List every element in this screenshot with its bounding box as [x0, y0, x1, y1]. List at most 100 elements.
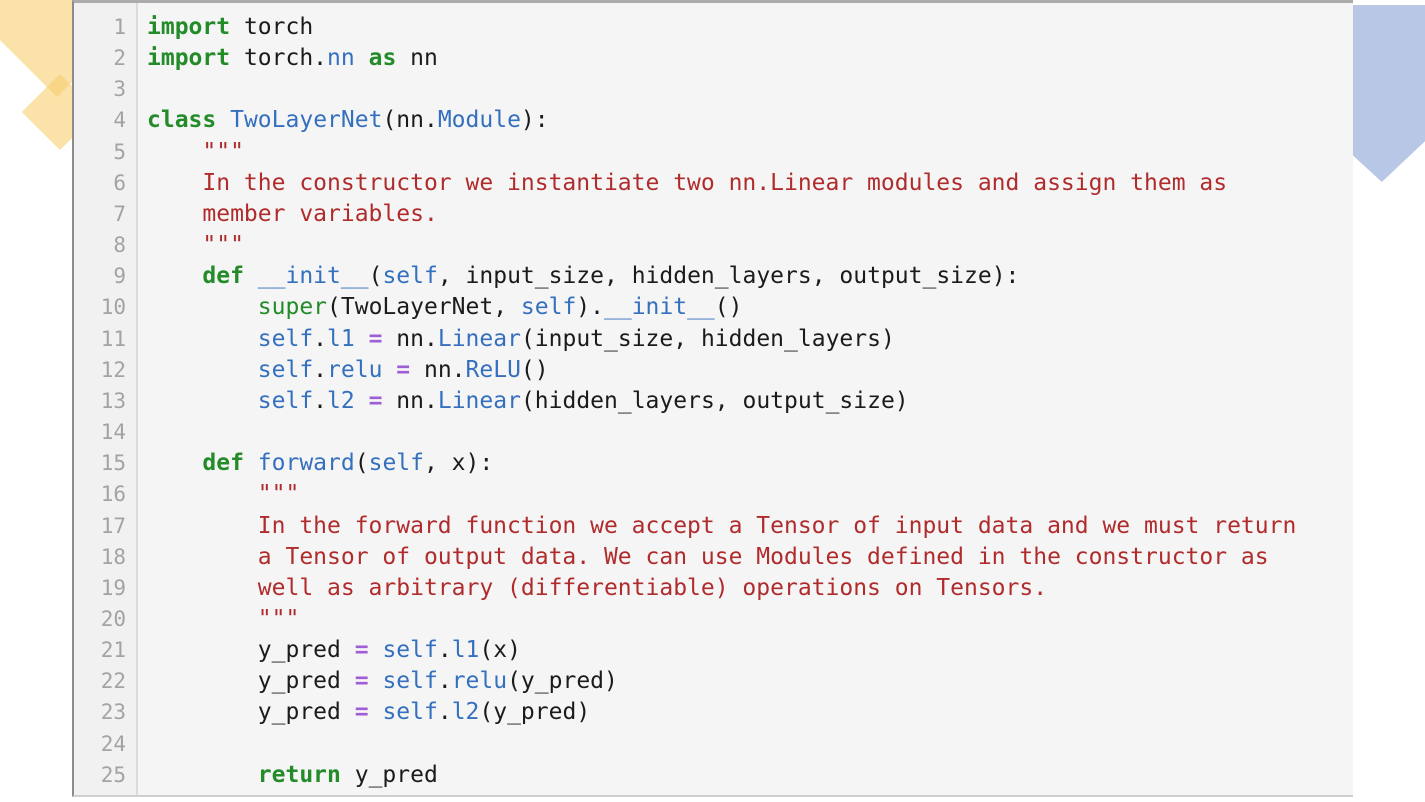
- code-token: relu: [327, 356, 383, 383]
- line-number: 1: [113, 15, 126, 39]
- line-number: 19: [100, 575, 126, 600]
- code-token: nn.: [382, 325, 438, 352]
- code-token: super: [257, 294, 328, 321]
- code-line: member variables.: [147, 199, 1353, 230]
- code-line: import torch.nn as nn: [147, 43, 1353, 74]
- code-token: (x): [479, 637, 521, 664]
- line-number: 4: [113, 108, 126, 133]
- line-number: 8: [113, 233, 126, 258]
- code-token: (TwoLayerNet,: [327, 294, 521, 321]
- line-number: 23: [100, 700, 126, 725]
- line-number: 25: [100, 762, 126, 787]
- code-token: """: [147, 605, 300, 632]
- code-token: (): [714, 294, 743, 321]
- code-token: a Tensor of output data. We can use Modu…: [147, 543, 1269, 570]
- code-token: [147, 450, 202, 476]
- code-line: def forward(self, x):: [147, 448, 1353, 479]
- code-token: self: [257, 325, 314, 352]
- code-token: l2: [327, 387, 355, 414]
- code-token: [355, 45, 369, 71]
- code-token: [355, 388, 369, 414]
- code-token: [369, 668, 383, 694]
- code-line: """: [147, 479, 1353, 510]
- code-token: [369, 637, 383, 663]
- code-line: import torch: [147, 12, 1353, 43]
- line-number: 21: [100, 638, 126, 663]
- code-token: .: [437, 668, 452, 695]
- code-token: self: [520, 294, 577, 321]
- code-token: =: [368, 387, 383, 414]
- line-number: 20: [100, 606, 126, 631]
- line-number: 15: [100, 451, 126, 476]
- code-line: In the constructor we instantiate two nn…: [147, 168, 1353, 199]
- code-token: l2: [451, 699, 480, 726]
- code-line: a Tensor of output data. We can use Modu…: [147, 542, 1353, 573]
- code-line: y_pred = self.relu(y_pred): [147, 666, 1353, 697]
- blue-ribbon-decoration: [1353, 5, 1425, 182]
- code-token: (y_pred): [479, 699, 591, 726]
- code-token: """: [147, 138, 244, 165]
- right-margin: [1353, 0, 1425, 802]
- code-token: [369, 699, 383, 725]
- code-token: [382, 357, 396, 383]
- code-token: .: [437, 637, 452, 664]
- code-token: """: [147, 232, 244, 259]
- code-line: return y_pred: [147, 760, 1353, 791]
- code-token: def: [202, 450, 244, 477]
- code-token: self: [382, 637, 438, 664]
- line-number: 10: [100, 295, 126, 320]
- code-token: In the forward function we accept a Tens…: [147, 512, 1297, 539]
- code-token: Linear: [437, 325, 521, 352]
- line-number: 14: [100, 420, 126, 445]
- code-token: torch: [230, 14, 314, 40]
- line-number: 2: [113, 46, 126, 71]
- line-number: 7: [113, 201, 126, 226]
- line-number: 13: [100, 388, 126, 413]
- code-token: (: [354, 450, 369, 477]
- code-token: self: [257, 387, 314, 414]
- code-token: y_pred: [147, 668, 355, 695]
- code-token: [147, 263, 202, 289]
- code-line: self.relu = nn.ReLU(): [147, 355, 1353, 386]
- line-number: 11: [100, 326, 126, 351]
- code-token: nn: [396, 45, 438, 72]
- line-number: 16: [100, 482, 126, 507]
- code-token: (hidden_layers, output_size): [520, 387, 909, 414]
- code-token: (): [520, 356, 549, 383]
- code-token: y_pred: [147, 637, 355, 664]
- code-line: [147, 417, 1353, 448]
- code-token: .: [437, 699, 452, 726]
- code-token: relu: [451, 668, 508, 695]
- code-token: =: [396, 356, 411, 383]
- code-token: =: [354, 637, 369, 664]
- gutter-divider: [136, 3, 138, 795]
- line-number: 5: [113, 139, 126, 164]
- code-token: Linear: [437, 387, 521, 414]
- code-line: well as arbitrary (differentiable) opera…: [147, 573, 1353, 604]
- code-token: TwoLayerNet: [230, 107, 383, 134]
- line-number: 17: [100, 513, 126, 538]
- code-line: y_pred = self.l1(x): [147, 635, 1353, 666]
- yellow-diamond-decoration: [21, 73, 72, 151]
- code-token: __init__: [257, 263, 369, 290]
- code-token: .: [313, 325, 328, 352]
- line-number: 18: [100, 544, 126, 569]
- code-token: In the constructor we instantiate two nn…: [147, 169, 1228, 196]
- line-number: 3: [113, 77, 126, 102]
- code-token: [147, 294, 258, 320]
- code-token: (nn.: [382, 107, 438, 134]
- code-line: def __init__(self, input_size, hidden_la…: [147, 261, 1353, 292]
- code-line: """: [147, 604, 1353, 635]
- code-token: nn.: [382, 387, 438, 414]
- code-token: self: [382, 699, 438, 726]
- code-token: forward: [257, 450, 355, 477]
- code-token: [147, 762, 258, 788]
- code-token: member variables.: [147, 200, 438, 227]
- code-token: import: [147, 45, 231, 72]
- line-number: 12: [100, 357, 126, 382]
- code-token: ):: [520, 107, 549, 134]
- code-token: well as arbitrary (differentiable) opera…: [147, 574, 1048, 601]
- code-token: l1: [451, 637, 480, 664]
